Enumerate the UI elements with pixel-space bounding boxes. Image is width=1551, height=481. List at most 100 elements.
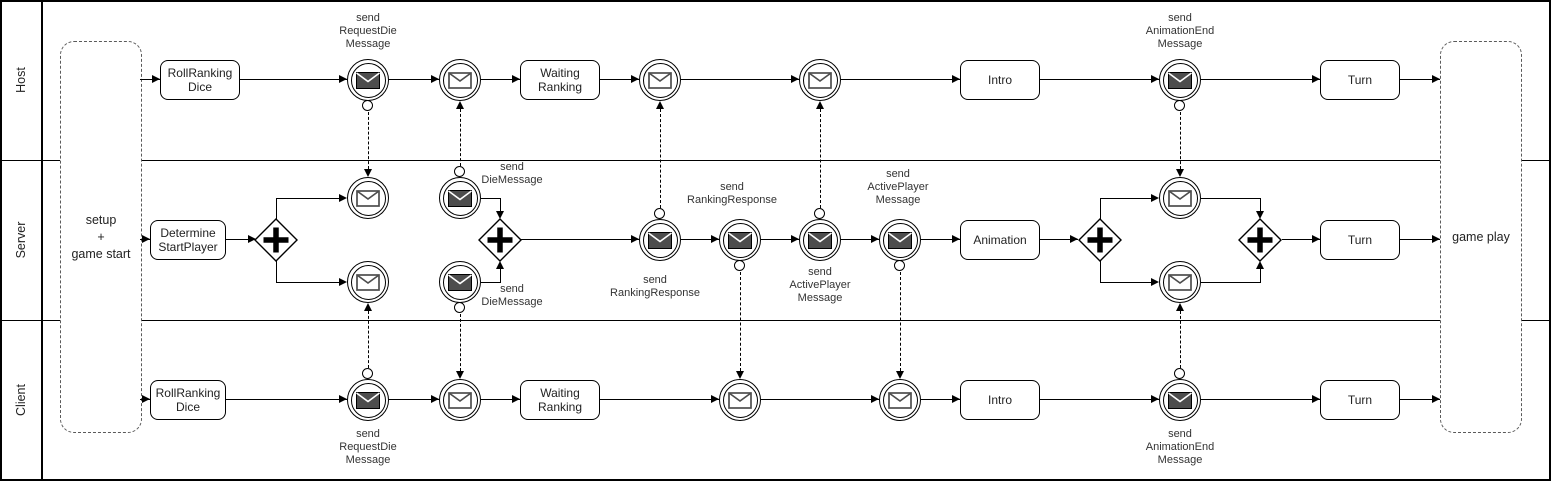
sequence-flow-branch <box>1100 198 1152 221</box>
message-flow <box>900 272 901 371</box>
message-flow <box>460 314 461 371</box>
milestone-game-play[interactable]: game play <box>1440 41 1522 433</box>
sequence-flow <box>481 75 520 84</box>
message-throw-event-rankingresponse-server[interactable] <box>719 219 761 261</box>
task-intro-host[interactable]: Intro <box>960 60 1040 100</box>
message-flow <box>460 109 461 166</box>
message-throw-event-activeplayer-server[interactable] <box>799 219 841 261</box>
message-flow <box>368 112 369 169</box>
parallel-gateway-join-1[interactable] <box>478 218 522 262</box>
label-send-rankingresponse-above: send RankingResponse <box>687 181 777 206</box>
message-icon <box>888 391 912 409</box>
message-throw-event-die-server[interactable] <box>439 261 481 303</box>
sequence-flow <box>140 75 160 84</box>
sequence-flow <box>140 395 150 404</box>
message-flow <box>1180 311 1181 368</box>
arrowhead <box>1176 169 1184 177</box>
sequence-flow-branch <box>1201 269 1261 283</box>
sequence-flow <box>1040 235 1078 244</box>
task-turn-server[interactable]: Turn <box>1320 220 1400 260</box>
sequence-flow-branch <box>276 198 340 221</box>
milestone-setup-game-start[interactable]: setup + game start <box>60 41 142 433</box>
arrowhead <box>339 194 347 202</box>
parallel-gateway-join-2[interactable] <box>1238 218 1282 262</box>
sequence-flow <box>1400 75 1440 84</box>
sequence-flow <box>841 75 960 84</box>
arrowhead <box>1256 261 1264 269</box>
parallel-gateway-split-1[interactable] <box>254 218 298 262</box>
sequence-flow <box>481 395 520 404</box>
message-icon-filled <box>648 231 672 249</box>
task-animation-server[interactable]: Animation <box>960 220 1040 260</box>
parallel-gateway-icon <box>478 218 522 262</box>
task-rollranking-dice-client[interactable]: RollRanking Dice <box>150 380 226 420</box>
message-icon <box>1168 189 1192 207</box>
label-send-requestdie-host: send RequestDie Message <box>339 12 397 50</box>
message-flow <box>740 272 741 371</box>
arrowhead <box>364 303 372 311</box>
message-flow <box>820 109 821 208</box>
sequence-flow <box>226 235 256 244</box>
message-icon-filled <box>1168 391 1192 409</box>
message-catch-event-client[interactable] <box>719 379 761 421</box>
task-rollranking-dice-host[interactable]: RollRanking Dice <box>160 60 240 100</box>
message-throw-event-animationend-host[interactable] <box>1159 59 1201 101</box>
sequence-flow <box>389 75 439 84</box>
message-flow-source-dot <box>362 368 373 379</box>
task-determine-startplayer-server[interactable]: Determine StartPlayer <box>150 220 226 260</box>
lane-label-server: Server <box>14 221 28 259</box>
arrowhead <box>339 278 347 286</box>
task-waiting-ranking-host[interactable]: Waiting Ranking <box>520 60 600 100</box>
arrowhead <box>1256 211 1264 219</box>
message-flow-source-dot <box>894 260 905 271</box>
arrowhead <box>736 371 744 379</box>
message-flow <box>660 109 661 208</box>
sequence-flow <box>921 395 960 404</box>
message-icon-filled <box>356 71 380 89</box>
message-catch-event-server[interactable] <box>1159 177 1201 219</box>
sequence-flow <box>1040 75 1159 84</box>
message-icon <box>1168 273 1192 291</box>
message-catch-event-host[interactable] <box>639 59 681 101</box>
message-catch-event-client[interactable] <box>879 379 921 421</box>
task-waiting-ranking-client[interactable]: Waiting Ranking <box>520 380 600 420</box>
task-turn-client[interactable]: Turn <box>1320 380 1400 420</box>
sequence-flow-branch <box>481 269 501 283</box>
message-catch-event-client[interactable] <box>439 379 481 421</box>
message-catch-event-server[interactable] <box>347 177 389 219</box>
lane-label-host: Host <box>14 67 28 93</box>
task-intro-client[interactable]: Intro <box>960 380 1040 420</box>
sequence-flow <box>921 235 960 244</box>
message-catch-event-host[interactable] <box>439 59 481 101</box>
label-send-rankingresponse-below: send RankingResponse <box>610 274 700 299</box>
parallel-gateway-icon <box>254 218 298 262</box>
message-flow-source-dot <box>814 208 825 219</box>
message-icon <box>356 189 380 207</box>
arrowhead <box>1176 303 1184 311</box>
sequence-flow-branch <box>481 198 501 212</box>
message-throw-event-requestdie-host[interactable] <box>347 59 389 101</box>
message-throw-event-animationend-client[interactable] <box>1159 379 1201 421</box>
parallel-gateway-split-2[interactable] <box>1078 218 1122 262</box>
parallel-gateway-icon <box>1078 218 1122 262</box>
label-send-animationend-host: send AnimationEnd Message <box>1145 12 1215 50</box>
message-catch-event-server[interactable] <box>347 261 389 303</box>
arrowhead <box>364 169 372 177</box>
sequence-flow <box>140 235 150 244</box>
message-icon <box>728 391 752 409</box>
arrowhead <box>456 371 464 379</box>
message-throw-event-requestdie-client[interactable] <box>347 379 389 421</box>
sequence-flow <box>1201 75 1320 84</box>
message-throw-event-die-server[interactable] <box>439 177 481 219</box>
message-catch-event-server[interactable] <box>1159 261 1201 303</box>
message-throw-event-activeplayer-server[interactable] <box>879 219 921 261</box>
task-turn-host[interactable]: Turn <box>1320 60 1400 100</box>
message-throw-event-rankingresponse-server[interactable] <box>639 219 681 261</box>
sequence-flow <box>600 395 719 404</box>
arrowhead <box>816 101 824 109</box>
arrowhead <box>1151 194 1159 202</box>
message-catch-event-host[interactable] <box>799 59 841 101</box>
label-send-animationend-client: send AnimationEnd Message <box>1145 428 1215 466</box>
